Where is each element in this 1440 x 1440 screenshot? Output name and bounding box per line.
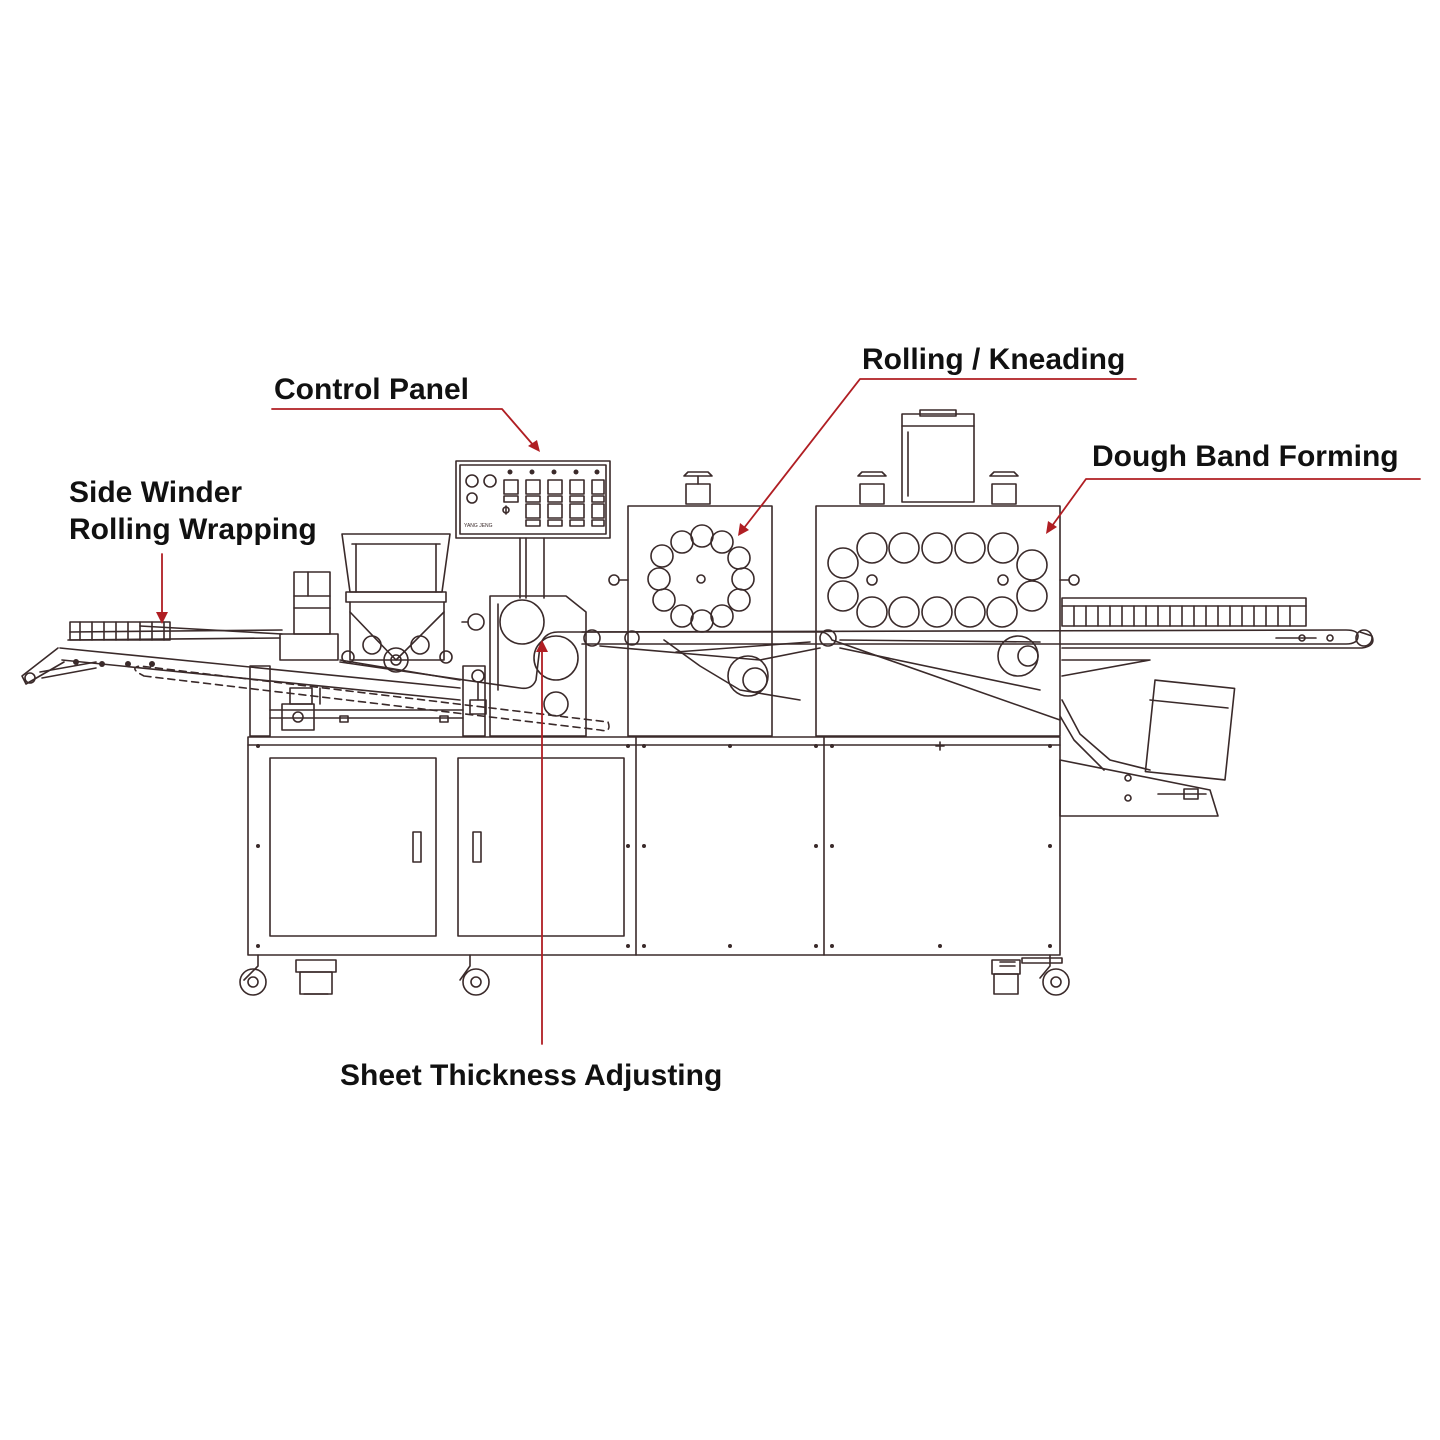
output-motor xyxy=(1144,679,1236,781)
panel-displays xyxy=(503,479,605,527)
panel-dials xyxy=(465,474,510,515)
control-panel: YANG JENG xyxy=(455,460,611,599)
dough-sheet-belt xyxy=(339,629,1359,721)
door-handle-left xyxy=(412,831,422,863)
pressure-knob-mid xyxy=(857,471,887,505)
kneading-rollers xyxy=(647,524,755,633)
leader-dough-band-forming xyxy=(1051,478,1421,527)
output-conveyor xyxy=(1059,597,1374,817)
leader-control-panel xyxy=(271,408,535,447)
pressure-knob-right xyxy=(989,471,1019,505)
leader-lines xyxy=(156,378,1421,1045)
dough-band-forming-unit xyxy=(815,409,1080,737)
label-side-winder-line1: Side Winder xyxy=(69,476,243,509)
label-side-winder-line2: Rolling Wrapping xyxy=(69,513,317,546)
forming-rollers xyxy=(827,532,1048,628)
thickness-roller-housing xyxy=(461,595,587,737)
leader-rolling-kneading xyxy=(743,378,1137,529)
label-rolling-kneading: Rolling / Kneading xyxy=(862,343,1126,376)
cabinet-door-left xyxy=(269,757,437,937)
cabinet-door-right xyxy=(457,757,625,937)
label-dough-band-forming: Dough Band Forming xyxy=(1092,440,1399,473)
base-cabinet xyxy=(247,736,1061,956)
forming-motor xyxy=(901,409,975,503)
side-winder-conveyor xyxy=(21,571,461,701)
wheels xyxy=(239,954,1070,996)
rolling-kneading-unit xyxy=(608,471,811,737)
pressure-knob-left xyxy=(683,471,713,505)
side-winder-frame xyxy=(134,665,610,737)
dough-hopper xyxy=(339,533,461,681)
door-handle-right xyxy=(472,831,482,863)
panel-brand-text: YANG JENG xyxy=(464,523,493,529)
winder-roll-housing xyxy=(293,571,331,635)
label-sheet-thickness: Sheet Thickness Adjusting xyxy=(340,1059,723,1092)
label-control-panel: Control Panel xyxy=(274,373,470,406)
winder-gear-box xyxy=(281,703,315,731)
